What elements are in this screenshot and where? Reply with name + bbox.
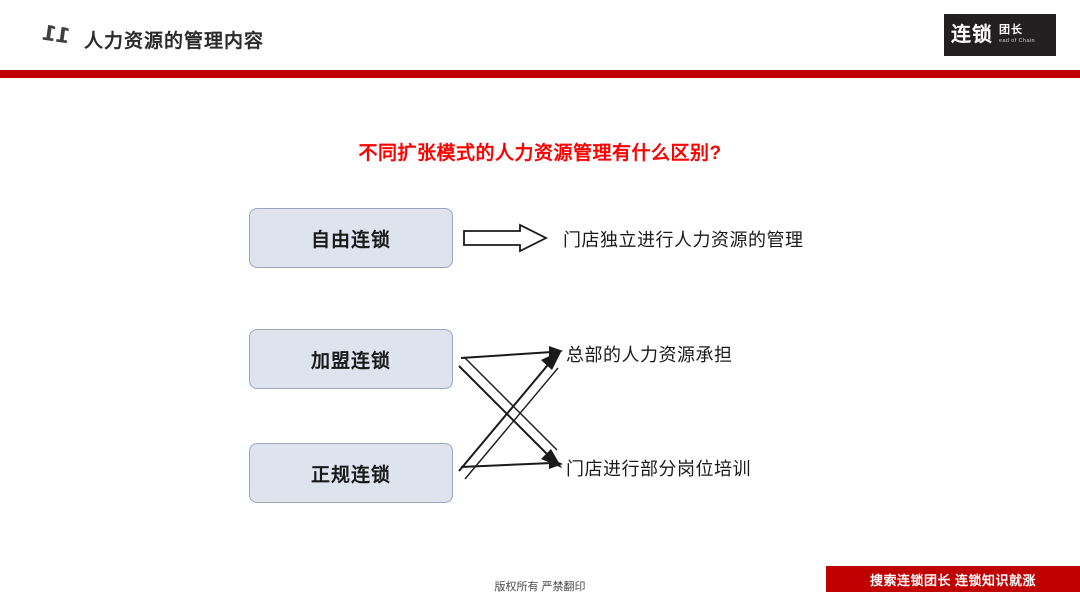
arrow-regular-to-training [460, 458, 563, 469]
arrow-regular-to-hq [458, 350, 562, 472]
result-text-hq-responsibility: 总部的人力资源承担 [566, 345, 733, 365]
arrow-regular-to-hq-outline [464, 367, 559, 480]
result-text-independent-management: 门店独立进行人力资源的管理 [563, 230, 804, 250]
mode-box-regular-chain: 正规连锁 [249, 443, 453, 503]
arrow-franchise-to-training [458, 365, 562, 468]
slide-number: 11 [41, 20, 72, 49]
mode-box-franchise-chain: 加盟连锁 [249, 329, 453, 389]
mode-box-free-chain: 自由连锁 [249, 208, 453, 268]
block-arrow-free-chain [463, 223, 549, 253]
copyright-text: 版权所有 严禁翻印 [494, 581, 586, 593]
arrow-franchise-to-training-outline [463, 356, 558, 451]
question-heading: 不同扩张模式的人力资源管理有什么区别? [358, 143, 722, 164]
header-divider [0, 70, 1080, 78]
logo-sub-text: 团长 [999, 24, 1023, 37]
result-text-store-training: 门店进行部分岗位培训 [566, 459, 751, 479]
arrow-franchise-to-hq [460, 346, 563, 359]
promo-banner: 搜索连锁团长 连锁知识就涨 [826, 566, 1080, 592]
slide-header: 11 人力资源的管理内容 连锁 团长 ead of Chain [0, 0, 1080, 70]
logo-main-text: 连锁 [951, 24, 993, 46]
brand-logo: 连锁 团长 ead of Chain [944, 14, 1056, 56]
logo-english-text: ead of Chain [999, 38, 1035, 45]
logo-secondary: 团长 ead of Chain [999, 25, 1035, 45]
page-title: 人力资源的管理内容 [84, 31, 265, 52]
